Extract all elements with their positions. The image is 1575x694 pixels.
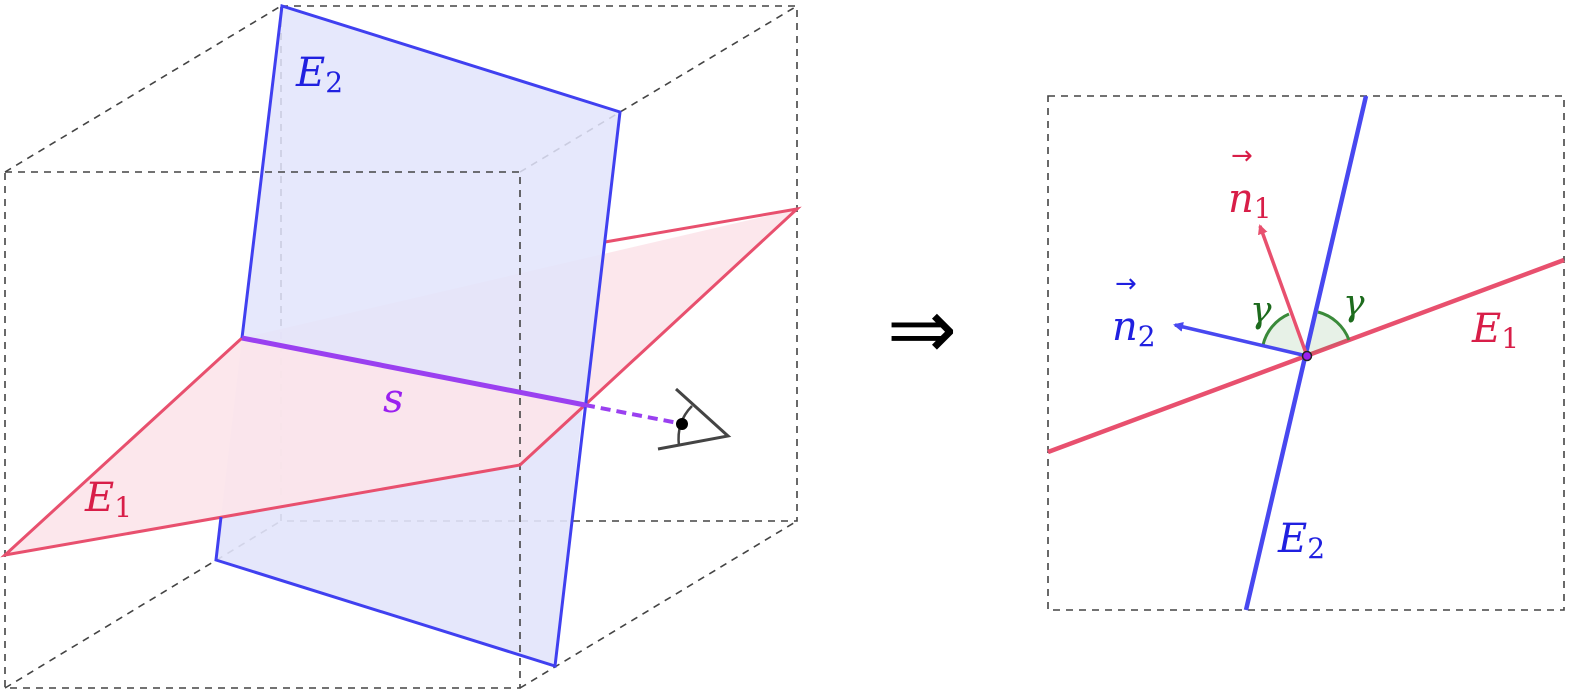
line-s-label: s xyxy=(383,376,404,422)
plane2-edges xyxy=(214,4,622,668)
normal2-vector-arrow: → xyxy=(1115,269,1137,299)
plane1-label-3d: E1 xyxy=(84,475,132,524)
normal1-letter: n1 xyxy=(1228,176,1272,225)
normal-vector-1 xyxy=(1258,224,1309,357)
plane2-label-2d: E2 xyxy=(1277,516,1325,565)
normal1-vector-arrow: → xyxy=(1231,141,1253,171)
plane2-upper-fill xyxy=(242,6,620,405)
normal-vector-2 xyxy=(1173,321,1308,358)
angle-gamma-left: γ xyxy=(1250,290,1272,331)
line-s-extension xyxy=(584,403,679,425)
intersection-line-s xyxy=(241,335,586,408)
angle-arc-right-stroke xyxy=(1317,310,1351,341)
plane2-label-3d: E2 xyxy=(295,50,343,99)
right-section-view: n1 → n2 → γ γ E1 E2 xyxy=(1047,95,1565,611)
intersection-point xyxy=(1301,350,1313,362)
implies-arrow: ⇒ xyxy=(887,280,957,378)
normal2-letter: n2 xyxy=(1112,304,1156,353)
angle-gamma-right: γ xyxy=(1343,283,1365,324)
angle-arc-left xyxy=(1263,314,1307,356)
normal2-label: n2 → xyxy=(1112,269,1156,353)
front-box-face xyxy=(4,171,521,689)
plane1-label-2d: E1 xyxy=(1471,306,1519,355)
view-frame xyxy=(1047,95,1565,611)
eye-icon xyxy=(657,387,732,451)
angle-arc-left-stroke xyxy=(1261,312,1290,346)
left-3d-view: E2 s E1 xyxy=(0,4,802,689)
angle-arc-right xyxy=(1307,312,1349,356)
normal1-label: n1 → xyxy=(1228,141,1272,225)
plane1-edges xyxy=(0,206,802,558)
